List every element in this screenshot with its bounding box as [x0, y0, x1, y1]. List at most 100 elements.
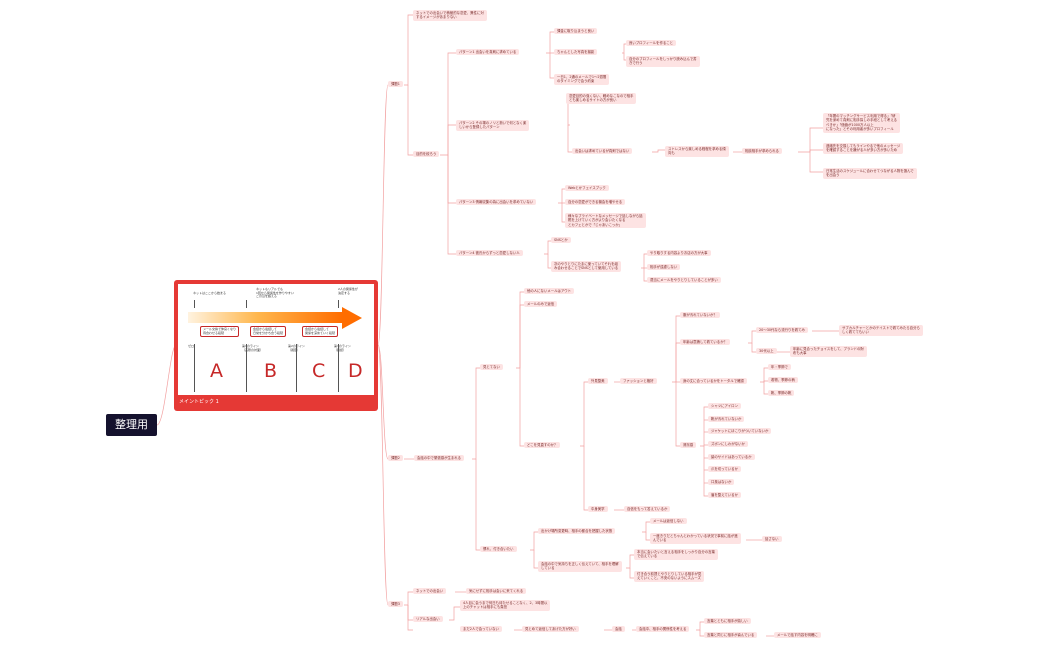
node[interactable]: 靴が汚れていないか [708, 416, 745, 423]
node[interactable]: 口臭はないか [708, 479, 735, 486]
node[interactable]: 気にせずに相手は会いに来てくれる [466, 588, 527, 595]
node[interactable]: 出会いは求めているが真剣ではない [572, 148, 633, 155]
node[interactable]: やり取りする内容よりお店の方が大事 [647, 250, 711, 257]
node[interactable]: ファッションと格好 [620, 378, 657, 385]
node[interactable]: 慣れ、付き合いたい [480, 546, 517, 553]
callout-text: 2人の関係性が 決定する [338, 287, 358, 295]
node[interactable]: 自分のプロフィールをしっかり読み込んで書 きで行う [626, 56, 700, 67]
node[interactable]: 自分の恋愛ができる機会を増やせる [565, 199, 626, 206]
node[interactable]: まだ2人で会っていない [460, 626, 502, 633]
callout-text: ネットもリアルでも 1回から関係性を作りやすい この辺を超える [256, 287, 294, 299]
main-topic-card[interactable]: ネットはここから始まる ネットもリアルでも 1回から関係性を作りやすい この辺を… [174, 280, 378, 411]
root-node[interactable]: 整理用 [106, 414, 157, 436]
node[interactable]: 様々なプライベートなメッセージで話しながら話 題を上げていく方がより会いたくなる… [565, 213, 646, 229]
node[interactable]: パターン1 出会いを真剣に求めている [456, 49, 520, 56]
stage-letter-a: A [210, 360, 223, 382]
node[interactable]: 本当に会いたいと言える相手をしっかり自分の言葉 で伝えている [634, 549, 718, 560]
node[interactable]: 次のやりとりにたまに使っていてそれを組 み合わせることでSNSとして使用している [551, 261, 622, 272]
callout-tick [194, 300, 195, 308]
node[interactable]: 会話の中で気持ちを正しく伝えていて、相手を理解 している [538, 561, 622, 572]
node[interactable]: 自信をもって答えているか [624, 506, 671, 513]
node[interactable]: ストレスから楽しめる程程を求める傾 向も [665, 146, 729, 157]
node[interactable]: パターン3 情報収集の為に出会いを求めていない [456, 199, 537, 206]
node-issue-3[interactable]: 課題3 [388, 601, 403, 608]
node[interactable]: 良いプロフィールを作ること [626, 40, 677, 47]
stage-box: メール交換で仲良くなり 待合わせる段階 [200, 326, 240, 338]
node[interactable]: 日常生活のスケジュールに合わせてつながる人物を選んで を出会う [823, 168, 917, 179]
node[interactable]: 他の人にないメールはアウト [524, 288, 575, 295]
node[interactable]: 会話 [612, 626, 625, 633]
node[interactable]: 付き合う前提とやりとりしている相手が見 えていくこと、不安のないようにスムーズ [634, 571, 705, 582]
callout-tick [246, 300, 247, 308]
node[interactable]: 恋愛目的の強くない、軽めなこなので相手 とも楽しめるサイトの方が良い [566, 93, 637, 104]
node[interactable]: 言葉と同じに相手が喜んでいる [704, 632, 758, 639]
progress-arrow-bar [188, 312, 342, 323]
node[interactable]: 見とめて返信してあげた方が好い [522, 626, 579, 633]
node[interactable]: 年・季節で [768, 364, 791, 371]
node[interactable]: メールで話す内容を明確に [774, 632, 821, 639]
node[interactable]: メールは返信しない [650, 518, 687, 525]
node[interactable]: 出かけ場所変更時、相手の都合を把握した状態 [538, 528, 616, 535]
node[interactable]: 身の丈に合っているかをトータルで確認 [680, 378, 747, 385]
node[interactable]: ちゃんとした写真を撮影 [554, 49, 598, 56]
node-issue-2[interactable]: 課題2 [388, 455, 403, 462]
node[interactable]: パターン4 彼氏からずっと恋愛しない人 [456, 250, 523, 257]
divider-line [246, 344, 247, 392]
node[interactable]: 服が汚れていないか？ [680, 312, 720, 319]
divider-line [296, 344, 297, 392]
stage-letter-d: D [348, 360, 363, 382]
node[interactable]: 言葉とともに相手が嬉しい [704, 618, 751, 625]
node[interactable]: 30代以上 [756, 348, 777, 355]
progress-arrow-head [342, 307, 362, 329]
node[interactable]: 清潔感 [680, 442, 697, 449]
node[interactable]: 靴、季節の靴 [768, 390, 795, 397]
node[interactable]: 適当にメールをやりとりしていることが多い [647, 277, 721, 284]
node[interactable]: 話さない [762, 536, 782, 543]
node[interactable]: Webとかフェイスブック [565, 185, 609, 192]
node[interactable]: SNSとか [551, 237, 571, 244]
node[interactable]: 連絡先を交換してもラインやるで他のメッセージ を確認することを嫌がる人が多い方が… [823, 143, 904, 154]
node[interactable]: メールのみで返信 [524, 301, 558, 308]
node[interactable]: ジャケットにほこりがついていないか [708, 428, 772, 435]
node[interactable]: どこを見直すのか？ [524, 442, 561, 449]
node[interactable]: 「年間のマッチングサービス利用で得る」「研 究を深めて真剣に相手探しの手段として… [823, 113, 900, 133]
node[interactable]: 20〜30代なら流行りを着てみ [756, 327, 808, 334]
node[interactable]: ネットでの出会い [413, 588, 447, 595]
node[interactable]: 年齢は意識して着ているか？ [680, 339, 730, 346]
node[interactable]: サブカルチャーとかのテイストで着てみたら自分ら しく着ててもいい [839, 325, 923, 336]
node[interactable]: ズボンにしわがないか [708, 441, 748, 448]
node[interactable]: リアルな出会い [413, 616, 443, 623]
node[interactable]: 着物、季節の柄 [768, 377, 798, 384]
node[interactable]: パターン2 その場のノリと勢いで何となく楽 しいから登録したパターン [456, 120, 530, 131]
divider-line [338, 344, 339, 392]
node[interactable]: 会話の中で緊張感が生まれる [414, 455, 465, 462]
node[interactable]: 爪を切っているか [708, 466, 741, 473]
line-label: 第1のライン （実際の対面） [242, 344, 264, 352]
line-label: 第3のライン （確認） [334, 344, 351, 352]
line-label: ゼロ [188, 344, 195, 348]
node[interactable]: 課金に取り込まうと良い [554, 28, 598, 35]
node[interactable]: 眉を整えているか [708, 492, 741, 499]
node[interactable]: 一度きりだとちゃんとわかっている状況で事前に話が進 んでいる [650, 533, 741, 544]
node-issue-1[interactable]: 課題1 [388, 81, 403, 88]
stage-letter-c: C [312, 360, 326, 382]
node[interactable]: 髪のサイドはあっているか [708, 454, 755, 461]
node[interactable]: 相手が遠慮しない [647, 264, 681, 271]
stage-box: 会話から電話して 関係を深めていく段階 [302, 326, 339, 338]
node[interactable]: ネットでの出会いで積極的な恋愛、異性に対 するイメージがあまりない [413, 10, 487, 21]
node[interactable]: 外見整美 [588, 378, 608, 385]
node[interactable]: 見とてない [480, 364, 503, 371]
node[interactable]: 会話中、相手の関係性を考える [636, 626, 690, 633]
node[interactable]: 4人目に会うまで何日も待たせることなく、2、3時間以 上のチャットは相手にも負担 [460, 600, 551, 611]
callout-text: ネットはここから始まる [193, 291, 227, 295]
node[interactable]: 目的を絞ろう [413, 151, 440, 158]
callout-tick [338, 300, 339, 308]
node[interactable]: シャツにアイロン [708, 403, 741, 410]
main-topic-image: ネットはここから始まる ネットもリアルでも 1回から関係性を作りやすい この辺を… [178, 284, 374, 395]
node[interactable]: 相談相手が求められる [742, 148, 782, 155]
divider-line [194, 344, 195, 392]
node[interactable]: 一日1、2通のメールで1〜2週間 のタイミングで会う約束 [554, 74, 610, 85]
node[interactable]: 年齢に見合ったチョイスをして、ブランドの財 布も大事 [790, 346, 867, 357]
node[interactable]: 中身美学 [588, 506, 608, 513]
